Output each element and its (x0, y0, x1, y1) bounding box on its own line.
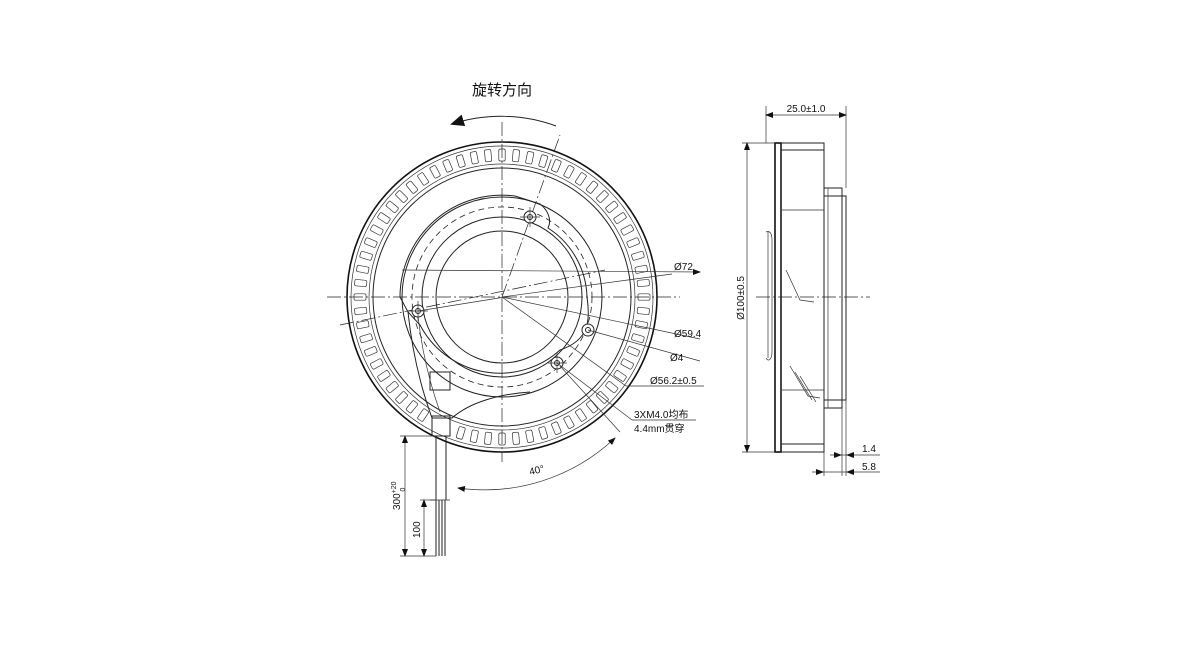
vent-slot (364, 346, 378, 357)
vent-slot (356, 320, 370, 330)
dim-holes-line2: 4.4mm贯穿 (634, 422, 685, 435)
leader-d59 (501, 296, 701, 340)
dim-width: 25.0±1.0 (787, 104, 826, 115)
vent-slot (563, 415, 575, 429)
front-view: 旋转方向 (327, 82, 704, 557)
vent-slot (575, 172, 587, 186)
vent-slot (551, 159, 562, 173)
vent-slot (385, 381, 399, 394)
vent-slot (586, 180, 599, 194)
vent-slot (377, 212, 391, 224)
dim-d100: Ø100±0.5 (736, 276, 747, 320)
vent-slot (484, 431, 493, 445)
vent-slot (634, 320, 648, 330)
vent-slot (469, 151, 479, 165)
dim-1-4: 1.4 (862, 444, 876, 455)
vent-slot (575, 408, 587, 422)
vent-slot (455, 426, 466, 440)
dim-d4: Ø4 (670, 353, 684, 364)
vent-slot (551, 421, 562, 435)
dim-d72: Ø72 (674, 262, 693, 273)
mounting-frame (399, 194, 589, 374)
vent-slot (626, 237, 640, 248)
vent-slot (429, 165, 441, 179)
vent-slot (586, 400, 599, 414)
dim-d56: Ø56.2±0.5 (650, 376, 697, 387)
vent-slot (395, 190, 408, 203)
leader-d56 (501, 296, 627, 387)
vent-slot (538, 426, 549, 440)
scroll-outlet-inner (417, 315, 441, 413)
vent-slot (359, 250, 373, 261)
side-view: 25.0±1.0 Ø100±0.5 1.4 5.8 (736, 104, 880, 476)
label-plate (429, 371, 451, 391)
vent-slot (596, 190, 609, 203)
leader-d72 (401, 268, 701, 275)
vent-slot (385, 200, 399, 213)
vent-slot (525, 429, 535, 443)
mounting-hole-top (520, 207, 540, 227)
center-line-hole-a (339, 269, 606, 326)
vent-slot (484, 149, 493, 163)
vent-slot (631, 250, 645, 261)
leader-holes-left (417, 296, 506, 312)
side-body (780, 142, 825, 453)
vent-slot (605, 381, 619, 394)
dim-d59: Ø59.4 (674, 329, 702, 340)
rotation-arrow (450, 114, 557, 127)
vent-slot (377, 370, 391, 382)
hub-outer (435, 230, 569, 364)
dim-angle: 40° (528, 464, 545, 478)
leader-d4 (587, 329, 701, 362)
vent-slot (636, 279, 650, 288)
vent-slot (620, 224, 634, 236)
vent-slot (596, 391, 609, 404)
vent-slot (563, 165, 575, 179)
vent-slot (525, 151, 535, 165)
vent-slot (354, 306, 368, 315)
vent-slot (605, 200, 619, 213)
vent-slot (469, 429, 479, 443)
vent-slot (417, 408, 429, 422)
vent-slot (364, 237, 378, 248)
vent-slot (455, 154, 466, 168)
vent-slot (354, 279, 368, 288)
vent-slot (613, 212, 627, 224)
angle-arc (457, 437, 616, 492)
vent-slot (370, 224, 384, 236)
vent-slot (636, 306, 650, 315)
vent-slot (356, 264, 370, 274)
vent-slot (538, 154, 549, 168)
angle-ext-line (559, 365, 621, 433)
vent-slot (511, 149, 520, 163)
vent-slot (613, 370, 627, 382)
side-flange-front (774, 142, 782, 453)
dim-100: 100 (412, 521, 423, 538)
center-line-hole-b (501, 134, 561, 298)
leader-holes (556, 362, 633, 421)
leader-d72-ext (501, 273, 673, 298)
vent-slot (405, 400, 418, 414)
side-blades (765, 209, 824, 403)
dim-holes-line1: 3XM4.0均布 (634, 409, 688, 421)
cable-bundle (430, 415, 451, 556)
vent-slot (359, 333, 373, 344)
vent-slot (405, 180, 418, 194)
vent-slot (634, 264, 648, 274)
vent-slot (511, 431, 520, 445)
vent-slot (626, 346, 640, 357)
rotation-direction-label: 旋转方向 (472, 82, 532, 99)
side-hub (823, 187, 843, 409)
dim-5-8: 5.8 (862, 462, 876, 473)
vent-slot (631, 333, 645, 344)
vent-slot (620, 358, 634, 370)
vent-slot-ring (353, 148, 651, 446)
vent-slot (395, 391, 408, 404)
vent-slot (442, 159, 453, 173)
vent-slot (417, 172, 429, 186)
vent-slot (370, 358, 384, 370)
